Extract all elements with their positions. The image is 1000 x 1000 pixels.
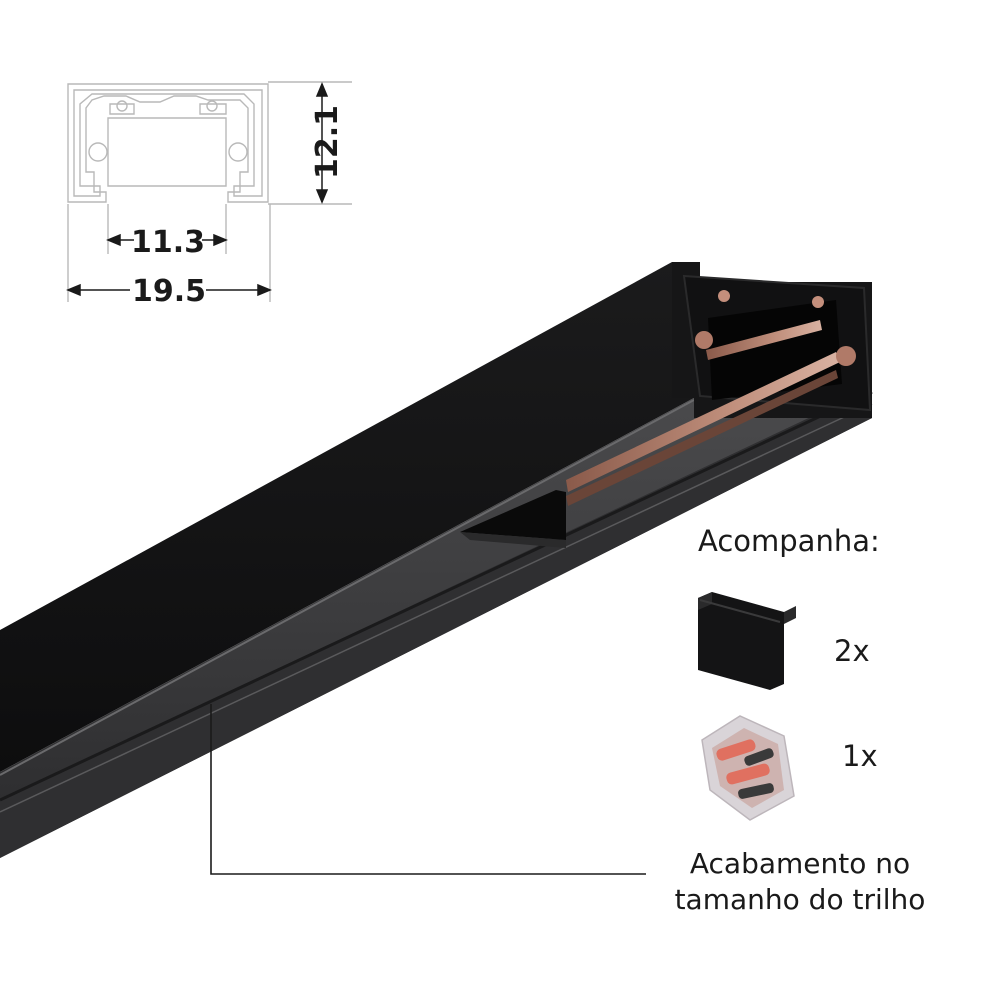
callout-leader-line xyxy=(210,704,646,875)
outer-width-dimension-label: 19.5 xyxy=(132,274,206,309)
includes-title: Acompanha: xyxy=(698,524,880,558)
cross-section-drawing xyxy=(67,81,352,302)
finish-callout-line-2: tamanho do trilho xyxy=(674,883,926,916)
end-cap-quantity: 2x xyxy=(834,634,870,668)
height-dimension-label: 12.1 xyxy=(310,105,345,179)
end-cap-icon xyxy=(698,592,796,690)
dimension-lines xyxy=(66,82,329,297)
track-rail xyxy=(0,262,873,858)
connector-pack-quantity: 1x xyxy=(842,739,878,773)
finish-callout: Acabamento no tamanho do trilho xyxy=(640,846,960,918)
connector-pack-icon xyxy=(701,715,795,821)
inner-width-dimension-label: 11.3 xyxy=(131,225,205,260)
finish-callout-line-1: Acabamento no xyxy=(689,847,911,880)
